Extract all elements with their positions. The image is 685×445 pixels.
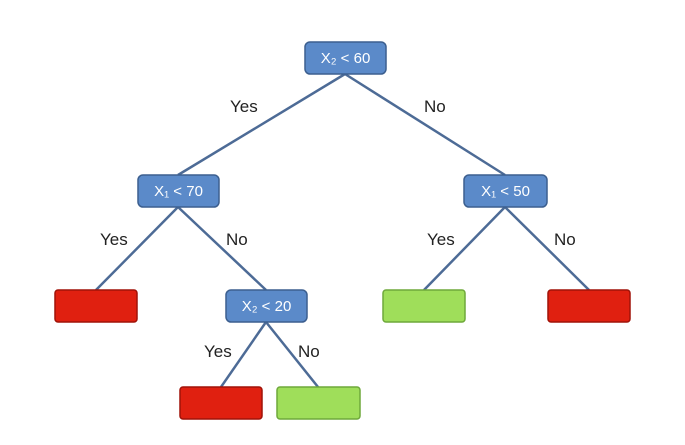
decision-node-left-right: X₂ < 20 bbox=[225, 289, 308, 323]
decision-node-right: X₁ < 50 bbox=[463, 174, 548, 208]
leaf-green-right-left bbox=[382, 289, 466, 323]
leaf-green-lr-right bbox=[276, 386, 361, 420]
edge-root-left bbox=[177, 72, 346, 177]
leaf-red-left bbox=[54, 289, 138, 323]
edge-root-right bbox=[344, 72, 506, 177]
decision-node-left: X₁ < 70 bbox=[137, 174, 220, 208]
edge-label-right-leaf-left: Yes bbox=[427, 230, 455, 249]
leaf-red-lr-left bbox=[179, 386, 263, 420]
leaf-red-right-right bbox=[547, 289, 631, 323]
edge-label-right-leaf-right: No bbox=[554, 230, 576, 249]
edge-left-leaf bbox=[95, 206, 179, 291]
edge-label-left-leaf: Yes bbox=[100, 230, 128, 249]
edge-lr-leaf-left bbox=[219, 321, 268, 388]
edge-label-root-left: Yes bbox=[230, 97, 258, 116]
edges-group bbox=[95, 72, 590, 388]
edge-lr-leaf-right bbox=[265, 321, 319, 388]
edge-right-leaf-right bbox=[504, 206, 590, 291]
node-label-root: X₂ < 60 bbox=[321, 50, 371, 67]
node-label-right: X₁ < 50 bbox=[481, 183, 530, 200]
edge-label-left-right: No bbox=[226, 230, 248, 249]
edge-label-lr-leaf-left: Yes bbox=[204, 342, 232, 361]
node-label-left-right: X₂ < 20 bbox=[242, 298, 292, 315]
edge-label-lr-leaf-right: No bbox=[298, 342, 320, 361]
edge-left-right bbox=[177, 206, 267, 291]
node-label-left: X₁ < 70 bbox=[154, 183, 203, 200]
edge-label-root-right: No bbox=[424, 97, 446, 116]
edge-right-leaf-left bbox=[423, 206, 506, 291]
decision-node-root: X₂ < 60 bbox=[304, 41, 387, 75]
